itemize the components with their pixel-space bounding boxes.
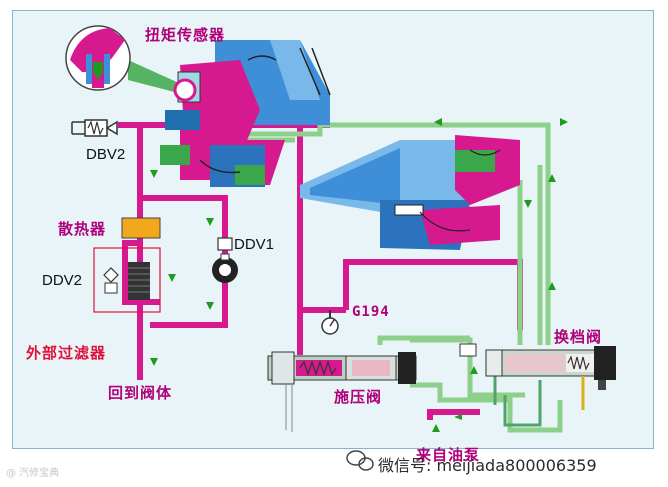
flow-arrow xyxy=(150,170,158,178)
pressure-line-center-to-g194 xyxy=(297,125,346,313)
label-shift-valve: 换档阀 xyxy=(554,328,603,346)
flow-arrow xyxy=(524,200,532,208)
flow-arrow xyxy=(434,118,442,126)
label-cooler: 散热器 xyxy=(58,220,107,238)
flow-arrow xyxy=(470,366,478,374)
flow-arrow xyxy=(432,424,440,432)
secondary-pulley-assembly xyxy=(300,135,520,250)
label-ddv2: DDV2 xyxy=(42,272,83,289)
label-g194: G194 xyxy=(352,304,390,320)
label-ddv1: DDV1 xyxy=(234,236,275,253)
dbv2-valve xyxy=(71,119,118,137)
flow-arrow xyxy=(206,302,214,310)
external-filter-assembly xyxy=(93,247,161,313)
cooler-unit xyxy=(121,217,161,239)
pressure-line-to-pump xyxy=(427,409,480,420)
flow-arrow xyxy=(150,358,158,366)
label-from-pump: 来自油泵 xyxy=(416,446,481,464)
watermark-wechat-id: 微信号: meijiada800006359 xyxy=(378,456,597,475)
pressure-line-ddv1 xyxy=(140,195,228,328)
wechat-bubble-icon xyxy=(346,450,374,471)
pressure-line-filter-loop xyxy=(122,240,160,305)
label-pressure-valve: 施压阀 xyxy=(334,388,383,406)
label-torque-sensor: 扭矩传感器 xyxy=(145,26,226,44)
return-line-bottom-c xyxy=(467,360,525,398)
flow-arrow xyxy=(168,274,176,282)
flow-arrow xyxy=(206,218,214,226)
return-line-bottom-a xyxy=(410,382,563,433)
pressure-valve-assembly xyxy=(267,351,417,432)
label-dbv2: DBV2 xyxy=(86,146,126,163)
flow-arrow xyxy=(548,174,556,182)
label-external-filter: 外部过滤器 xyxy=(26,344,107,362)
ddv1-valve xyxy=(212,237,238,283)
primary-pulley-assembly xyxy=(160,40,331,187)
flow-arrow xyxy=(454,414,462,420)
flow-arrow xyxy=(560,118,568,126)
shift-valve-assembly xyxy=(459,343,616,410)
watermark-corner: @ 汽修宝典 xyxy=(6,468,60,479)
flow-arrow xyxy=(548,282,556,290)
label-return-to-body: 回到阀体 xyxy=(108,384,173,402)
flow-arrows xyxy=(150,118,568,432)
return-line-bottom-b xyxy=(377,335,470,345)
g194-gauge xyxy=(321,310,339,335)
